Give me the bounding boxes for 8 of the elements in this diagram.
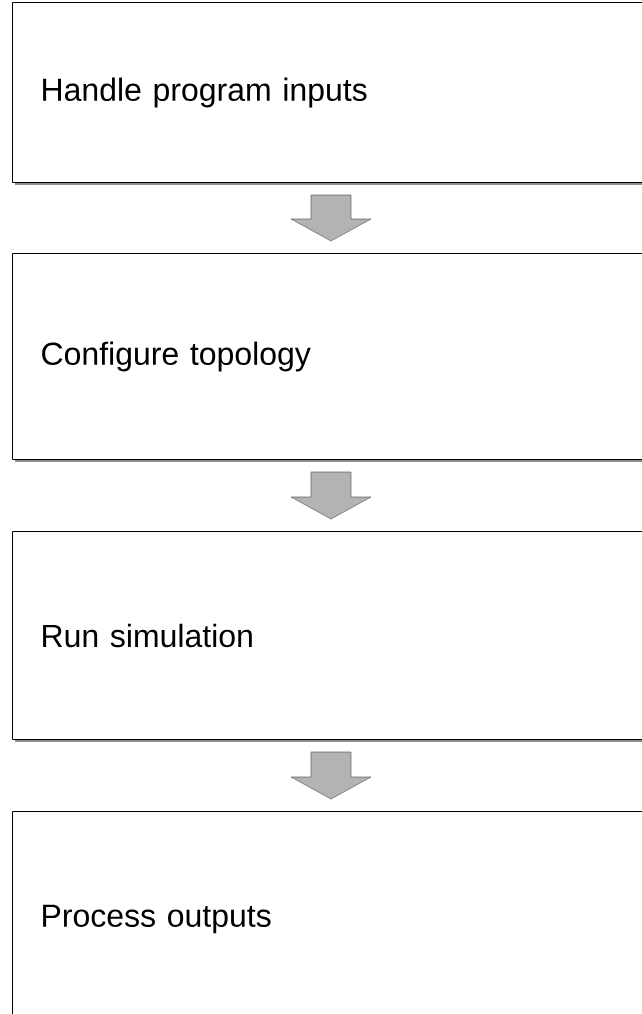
block-arrow (290, 194, 372, 242)
process-box: Configure topology (12, 253, 642, 462)
process-box: Process outputs (12, 811, 642, 1014)
process-box: Handle program inputs (12, 2, 642, 185)
block-arrow (290, 751, 372, 800)
process-box: Run simulation (12, 531, 642, 742)
block-arrow (290, 471, 372, 520)
node-label: Process outputs (43, 904, 271, 934)
